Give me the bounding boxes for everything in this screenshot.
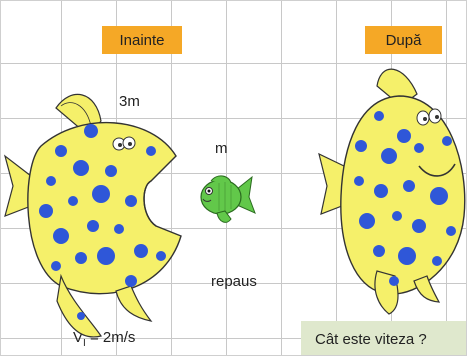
question-box: Cât este viteza ?: [301, 321, 467, 356]
rest-label: repaus: [211, 273, 257, 290]
question-text: Cât este viteza ?: [315, 331, 427, 348]
big-fish-before: [1, 86, 201, 356]
big-fish-after: [319, 56, 467, 326]
small-fish: [197, 171, 257, 231]
after-label: După: [365, 26, 442, 54]
small-fish-mass-label: m: [215, 140, 228, 157]
before-label-text: Inainte: [119, 32, 164, 49]
after-label-text: După: [386, 32, 422, 49]
before-label: Inainte: [102, 26, 182, 54]
